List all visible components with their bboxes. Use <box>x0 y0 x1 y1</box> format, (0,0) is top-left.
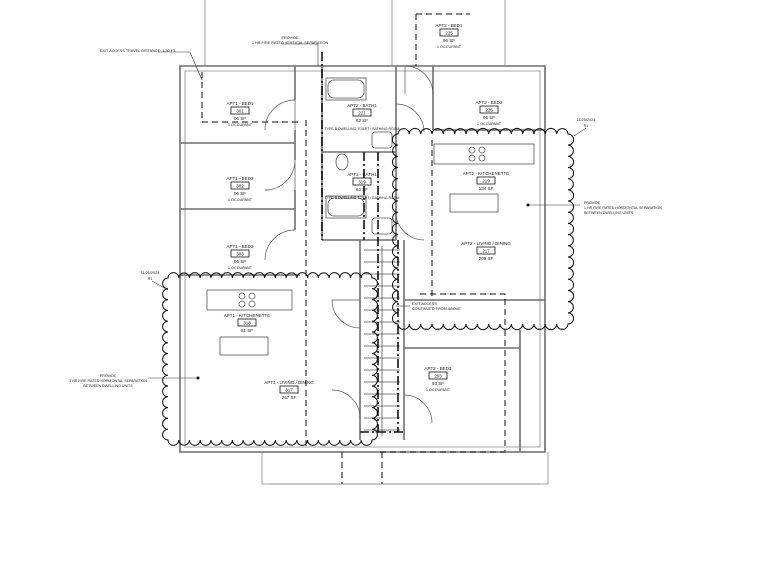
room-occupancy: 1 OCCUPANT <box>426 388 451 392</box>
room-note: TYPE B DWELLING TOILET / BATHING ROOM <box>325 127 400 131</box>
room-tag-apt1-kitchenette: APT1 - KITCHENETTE 318 81 SF <box>224 313 271 333</box>
room-name: APT1 - LIVING / DINING <box>264 380 314 385</box>
room-area: 134 SF <box>479 186 494 191</box>
room-tag-apt1-bed3: APT1 - BED3 303 96 SF 1 OCCUPANT <box>226 244 254 270</box>
room-occupancy: 1 OCCUPANT <box>228 123 253 127</box>
room-tag-apt1-bed1: APT1 - BED1 301 96 SF 1 OCCUPANT <box>226 101 254 127</box>
room-number: 217 <box>482 249 490 254</box>
room-area: 96 SF <box>234 116 246 121</box>
room-number: 225 <box>445 31 453 36</box>
room-area: 96 SF <box>443 38 455 43</box>
room-note: TYPE B DWELLING TOILET / BATHING ROOM <box>325 196 400 200</box>
room-occupancy: 1 OCCUPANT <box>477 122 502 126</box>
room-name: APT2 - LIVING / DINING <box>461 241 511 246</box>
svg-text:1 HR FIRE RATED HORIZONTAL SEP: 1 HR FIRE RATED HORIZONTAL SEPARATION <box>69 379 147 383</box>
svg-text:BETWEEN DWELLING UNITS: BETWEEN DWELLING UNITS <box>83 384 133 388</box>
room-name: APT1 - BATH1 <box>347 172 377 177</box>
room-number: 302 <box>236 184 244 189</box>
room-tag-apt2-bed2: APT2 - BED2 226 96 SF 1 OCCUPANT <box>475 100 503 126</box>
doors <box>264 65 434 424</box>
svg-text:1 HR FIRE RATED HORIZONTAL SEP: 1 HR FIRE RATED HORIZONTAL SEPARATION <box>584 206 662 210</box>
room-area: 96 SF <box>234 191 246 196</box>
room-area: 93 SF <box>432 381 444 386</box>
svg-text:PROVIDE: PROVIDE <box>281 36 299 40</box>
room-number: 317 <box>285 388 293 393</box>
svg-text:PROVIDE: PROVIDE <box>584 201 601 205</box>
room-tag-apt2-kitchenette: APT2 - KITCHENETTE 219 134 SF <box>463 171 510 191</box>
room-name: APT1 - BED1 <box>226 101 254 106</box>
room-number: 303 <box>236 252 244 257</box>
note-exit-travel: EXIT ACCESS TRAVEL DISTANCE: 1 30 FT. <box>100 49 176 53</box>
room-number: 301 <box>236 109 244 114</box>
svg-text:11/25/2024: 11/25/2024 <box>577 118 596 122</box>
room-name: APT1 - KITCHENETTE <box>224 313 271 318</box>
room-area: 267 SF <box>282 395 297 400</box>
svg-text:R1: R1 <box>148 277 153 281</box>
svg-text:PROVIDE: PROVIDE <box>100 374 117 378</box>
room-tag-apt2-bath1: APT2 - BATH1 221 62 SF TYPE B DWELLING T… <box>325 103 400 131</box>
svg-text:1 HR FIRE RATED VERTICAL SEPAR: 1 HR FIRE RATED VERTICAL SEPARATION <box>252 41 329 45</box>
room-number: 318 <box>243 321 251 326</box>
room-tag-apt1-bath1: APT1 - BATH1 319 62 SF TYPE B DWELLING T… <box>325 172 400 200</box>
revision-cloud-left <box>162 272 378 446</box>
room-tag-apt1-bed2: APT1 - BED2 302 96 SF 1 OCCUPANT <box>226 176 254 202</box>
revision-tag-left: 11/25/2024 R1 <box>141 271 160 281</box>
room-area: 62 SF <box>356 187 368 192</box>
revision-tag-right: 11/25/2024 R1 <box>577 118 596 128</box>
room-name: APT1 - BED2 <box>226 176 254 181</box>
svg-text:CONTINUED FROM ABOVE: CONTINUED FROM ABOVE <box>412 307 461 311</box>
svg-text:11/25/2024: 11/25/2024 <box>141 271 160 275</box>
room-tag-apt1-living: APT1 - LIVING / DINING 317 267 SF <box>264 380 314 400</box>
room-area: 96 SF <box>234 259 246 264</box>
room-area: 96 SF <box>483 115 495 120</box>
leaders <box>148 43 587 380</box>
room-name: APT2 - BED3 <box>424 366 452 371</box>
svg-text:BETWEEN DWELLING UNITS: BETWEEN DWELLING UNITS <box>584 211 634 215</box>
room-area: 81 SF <box>241 328 253 333</box>
room-tag-apt2-bed1: APT2 - BED1 225 96 SF 1 OCCUPANT <box>435 23 463 49</box>
room-tag-apt2-bed3: APT2 - BED3 203 93 SF 1 OCCUPANT <box>424 366 452 392</box>
note-exit-access: EXIT ACCESS CONTINUED FROM ABOVE <box>412 302 461 311</box>
fixtures <box>206 77 535 436</box>
room-name: APT2 - BED2 <box>475 100 503 105</box>
room-occupancy: 1 OCCUPANT <box>228 266 253 270</box>
svg-text:R1: R1 <box>584 124 589 128</box>
room-area: 62 SF <box>356 118 368 123</box>
note-horizontal-separation-left: PROVIDE 1 HR FIRE RATED HORIZONTAL SEPAR… <box>69 374 147 388</box>
room-name: APT2 - KITCHENETTE <box>463 171 510 176</box>
svg-text:EXIT ACCESS: EXIT ACCESS <box>412 302 437 306</box>
room-name: APT1 - BED3 <box>226 244 254 249</box>
room-number: 221 <box>358 111 366 116</box>
room-name: APT2 - BED1 <box>435 23 463 28</box>
room-number: 219 <box>482 179 490 184</box>
room-occupancy: 1 OCCUPANT <box>228 198 253 202</box>
revision-cloud-right <box>391 127 575 331</box>
room-number: 319 <box>358 180 366 185</box>
room-name: APT2 - BATH1 <box>347 103 377 108</box>
separation-lines <box>201 13 506 484</box>
room-tag-apt2-living: APT2 - LIVING / DINING 217 209 SF <box>461 241 511 261</box>
room-number: 226 <box>485 108 493 113</box>
room-number: 203 <box>434 374 442 379</box>
room-occupancy: 1 OCCUPANT <box>437 45 462 49</box>
note-vertical-separation: PROVIDE 1 HR FIRE RATED VERTICAL SEPARAT… <box>252 36 329 45</box>
note-horizontal-separation-right: PROVIDE 1 HR FIRE RATED HORIZONTAL SEPAR… <box>584 201 662 215</box>
room-area: 209 SF <box>479 256 494 261</box>
